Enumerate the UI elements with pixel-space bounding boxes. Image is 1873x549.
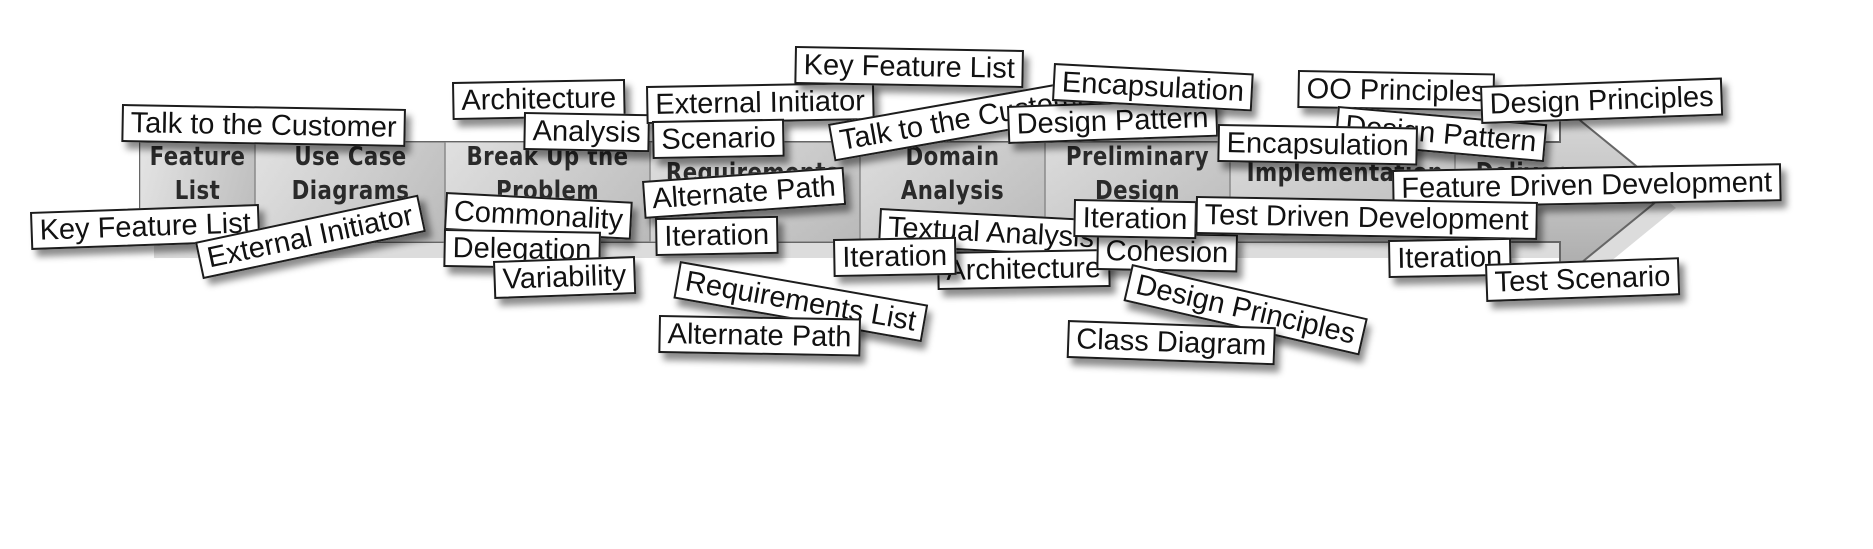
magnet-iteration[interactable]: Iteration xyxy=(1073,199,1197,240)
magnet-key-feature-list[interactable]: Key Feature List xyxy=(794,46,1025,88)
stage-feature-list: Feature List xyxy=(149,142,246,206)
magnet-architecture[interactable]: Architecture xyxy=(937,248,1111,290)
magnet-scenario[interactable]: Scenario xyxy=(652,118,786,159)
magnet-oo-principles[interactable]: OO Principles xyxy=(1297,70,1495,112)
magnet-talk-to-the-customer[interactable]: Talk to the Customer xyxy=(121,104,406,147)
magnet-iteration[interactable]: Iteration xyxy=(833,236,957,277)
magnet-external-initiator[interactable]: External Initiator xyxy=(646,82,875,124)
magnet-iteration[interactable]: Iteration xyxy=(655,215,779,256)
magnet-test-driven-development[interactable]: Test Driven Development xyxy=(1195,196,1538,240)
magnet-alternate-path[interactable]: Alternate Path xyxy=(658,315,861,357)
magnet-variability[interactable]: Variability xyxy=(493,256,636,299)
magnet-encapsulation[interactable]: Encapsulation xyxy=(1217,124,1419,166)
magnet-class-diagram[interactable]: Class Diagram xyxy=(1066,320,1277,366)
magnet-analysis[interactable]: Analysis xyxy=(523,112,650,153)
stage-domain-analysis: Domain Analysis xyxy=(900,142,1005,206)
magnet-test-scenario[interactable]: Test Scenario xyxy=(1485,257,1680,302)
